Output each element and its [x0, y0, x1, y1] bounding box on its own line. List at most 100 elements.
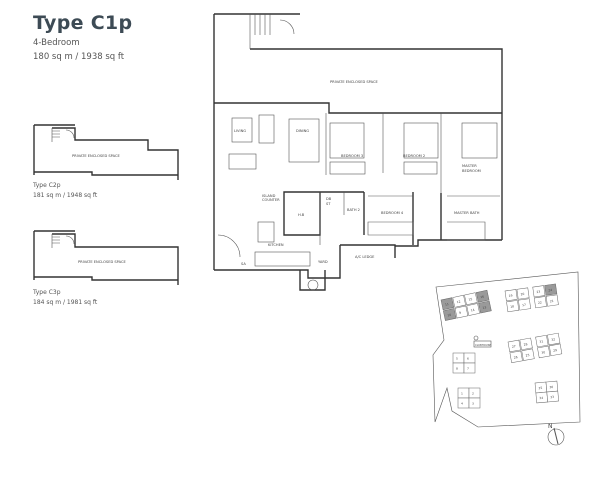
- key-plan-unit: [457, 387, 470, 399]
- st-label: ST: [326, 202, 331, 206]
- key-plan-unit: [516, 287, 530, 300]
- key-plan-unit-number: 10: [447, 313, 452, 318]
- key-plan-unit: [457, 397, 470, 409]
- bedroom3-label: BEDROOM 3: [341, 154, 363, 158]
- key-plan-unit-number: 34: [539, 396, 543, 400]
- key-plan-unit-number: 12: [456, 299, 461, 304]
- key-plan-unit: [468, 387, 481, 399]
- key-plan-unit-number: 18: [510, 304, 514, 309]
- island-counter-label-1: ISLAND: [262, 194, 276, 198]
- variant-c3p-title: Type C3p: [33, 289, 61, 296]
- key-plan-unit-number: 8: [456, 367, 458, 371]
- key-plan-unit: [442, 308, 457, 321]
- key-plan-unit: [506, 300, 520, 313]
- key-plan-unit: [535, 334, 549, 348]
- key-plan-unit: [519, 337, 533, 351]
- key-plan-unit-number: 32: [551, 337, 556, 342]
- key-plan-unit: [464, 292, 478, 306]
- key-plan-unit-number: 13: [482, 305, 487, 310]
- key-plan-unit-number: 33: [550, 395, 554, 399]
- yard-label: YARD: [318, 260, 328, 264]
- key-plan-unit: [545, 294, 559, 307]
- living-label: LIVING: [234, 129, 246, 133]
- master-bath-label: MASTER BATH: [454, 211, 480, 215]
- variant-c3p-plan: PRIVATE ENCLOSED SPACE: [33, 230, 179, 285]
- key-plan-unit-number: 1: [461, 392, 463, 396]
- key-plan-unit-number: 16: [480, 295, 485, 300]
- key-plan-unit-number: 21: [550, 299, 554, 304]
- key-plan-unit-number: 26: [513, 355, 518, 360]
- key-plan-unit: [549, 343, 563, 357]
- clubhouse-label: CLUBHOUSE: [475, 343, 491, 347]
- variant-c3p-space-label: PRIVATE ENCLOSED SPACE: [78, 260, 126, 264]
- private-space-label: PRIVATE ENCLOSED SPACE: [330, 80, 378, 84]
- main-type-bedrooms: 4-Bedroom: [33, 38, 80, 48]
- key-plan-unit: [478, 300, 492, 314]
- variant-c2p-plan: PRIVATE ENCLOSED SPACE: [33, 124, 179, 180]
- dining-label: DINING: [296, 129, 309, 133]
- key-plan-unit-number: 14: [470, 308, 475, 313]
- key-plan-unit-number: 22: [538, 301, 542, 306]
- db-label: DB: [326, 197, 332, 201]
- key-plan-unit-number: 6: [467, 357, 469, 361]
- key-plan-unit: [532, 285, 546, 298]
- variant-c2p-area: 181 sq m / 1948 sq ft: [33, 192, 98, 199]
- key-plan-unit-number: 29: [553, 348, 558, 353]
- key-plan-unit-number: 15: [468, 297, 473, 302]
- ac-ledge-label: A/C LEDGE: [355, 255, 375, 259]
- main-type-area: 180 sq m / 1938 sq ft: [33, 52, 125, 62]
- key-plan-unit-number: 17: [522, 303, 526, 308]
- variant-c3p-area: 184 sq m / 1981 sq ft: [33, 299, 98, 306]
- north-arrow-icon: [547, 428, 565, 446]
- key-plan-unit: [546, 390, 559, 403]
- hb-label: H.B: [298, 213, 305, 217]
- key-plan-unit: [452, 362, 465, 374]
- key-plan-unit-number: 5: [456, 357, 458, 361]
- key-plan-unit-number: 7: [467, 367, 469, 371]
- key-plan-unit-number: 23: [536, 290, 540, 295]
- key-plan-unit-number: 19: [508, 294, 512, 299]
- key-plan-unit-number: 35: [538, 386, 542, 390]
- master-bedroom-label-1: MASTER: [462, 164, 477, 168]
- key-plan-unit: [452, 294, 466, 308]
- key-plan-unit-number: 36: [549, 385, 553, 389]
- sa-label: SA: [241, 262, 246, 266]
- key-plan-unit-number: 28: [523, 342, 528, 347]
- key-plan-unit: [454, 305, 469, 319]
- key-plan-unit-number: 9: [459, 311, 462, 315]
- key-plan-unit: [452, 352, 465, 364]
- key-plan-unit: [463, 352, 476, 364]
- key-plan-unit-number: 31: [539, 339, 544, 344]
- variant-c2p-space-label: PRIVATE ENCLOSED SPACE: [72, 154, 120, 158]
- key-plan-unit: [521, 348, 535, 361]
- bedroom4-label: BEDROOM 4: [381, 211, 404, 215]
- key-plan-unit-number: 24: [548, 288, 552, 293]
- key-plan-unit-number: 3: [472, 402, 474, 406]
- variant-c2p-title: Type C2p: [33, 182, 61, 189]
- key-plan-unit: [475, 289, 490, 303]
- key-plan-unit-number: 27: [512, 344, 517, 349]
- bath2-label: BATH 2: [347, 208, 360, 212]
- key-plan-unit: [509, 350, 523, 363]
- key-plan-unit: [463, 362, 476, 374]
- key-plan-unit-number: 30: [541, 350, 546, 355]
- key-plan-unit: [466, 303, 480, 316]
- key-plan-unit-number: 20: [520, 292, 524, 297]
- key-plan-unit: [468, 397, 481, 409]
- bedroom2-label: BEDROOM 2: [403, 154, 425, 158]
- key-plan-unit-number: 2: [472, 392, 474, 396]
- master-bedroom-label-2: BEDROOM: [462, 169, 481, 173]
- key-plan-unit: [507, 339, 521, 353]
- key-plan-unit: [440, 297, 455, 311]
- key-plan-unit-number: 25: [525, 353, 530, 358]
- key-plan-unit: [504, 289, 518, 302]
- page-title: Type C1p: [33, 12, 133, 34]
- key-plan-unit: [547, 332, 561, 346]
- key-plan-unit: [518, 298, 531, 311]
- kitchen-label: KITCHEN: [268, 243, 284, 247]
- key-plan-unit-number: 11: [445, 302, 450, 307]
- key-plan-unit: [537, 345, 551, 359]
- main-floor-plan: PRIVATE ENCLOSED SPACE LIVING DINING BED…: [213, 13, 503, 291]
